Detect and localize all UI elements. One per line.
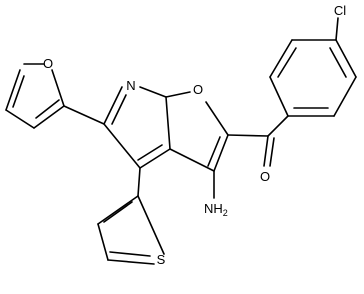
atom-label-furan-oxygen: O: [43, 56, 53, 71]
atom-label-pyridine-nitrogen: N: [126, 78, 135, 93]
bond-lines: [5, 17, 357, 265]
atom-label-thiophene-sulfur: S: [157, 252, 166, 267]
amino-nh-text: NH: [204, 201, 223, 216]
atom-label-chlorine: Cl: [334, 3, 346, 18]
atom-labels: O N O O Cl NH2 S: [43, 3, 346, 267]
amino-subscript: 2: [223, 208, 228, 218]
atom-label-amino: NH2: [204, 201, 228, 218]
atom-label-core-furan-oxygen: O: [193, 82, 203, 97]
atom-label-carbonyl-oxygen: O: [260, 169, 270, 184]
